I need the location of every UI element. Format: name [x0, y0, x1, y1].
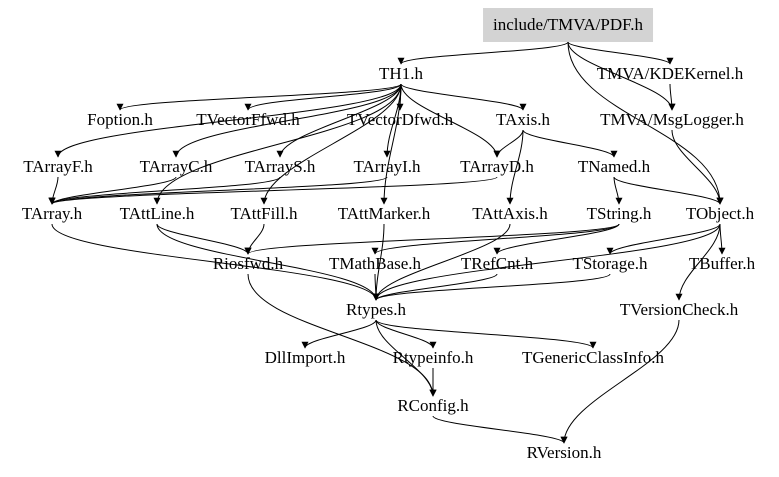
edge-tarrd-to-tarray	[48, 176, 498, 205]
edge-rtypes-to-rtypeinfo	[375, 319, 437, 349]
edge-tarri-to-tarray	[48, 176, 388, 205]
node-tarray[interactable]: TArray.h	[21, 204, 83, 223]
edge-taxis-to-tnamed	[522, 129, 618, 158]
node-tarri[interactable]: TArrayI.h	[353, 157, 421, 176]
edge-rtypes-to-tgci	[375, 319, 597, 349]
node-rconfig[interactable]: RConfig.h	[397, 396, 469, 415]
node-th1[interactable]: TH1.h	[379, 64, 423, 83]
edge-tobject-to-rtypes	[372, 223, 721, 301]
node-tstorage[interactable]: TStorage.h	[572, 254, 648, 273]
node-tattline[interactable]: TAttLine.h	[119, 204, 195, 223]
node-tvdf[interactable]: TVectorDfwd.h	[346, 110, 454, 129]
edge-tobject-to-tvercheck	[675, 223, 721, 301]
node-tattmarker[interactable]: TAttMarker.h	[337, 204, 431, 223]
edge-tattaxis-to-rtypes	[372, 223, 511, 301]
edge-tvercheck-to-rversion	[560, 319, 680, 444]
node-rversion[interactable]: RVersion.h	[526, 443, 602, 462]
edge-th1-to-tattfill	[260, 83, 402, 205]
edge-th1-to-tarrf	[54, 83, 402, 158]
node-tstring[interactable]: TString.h	[586, 204, 652, 223]
edge-tattline-to-riosfwd	[156, 223, 252, 255]
edge-th1-to-foption	[116, 83, 402, 111]
edge-tarray-to-rtypes	[51, 223, 380, 301]
edge-tarrs-to-tarray	[48, 176, 281, 205]
node-tvercheck[interactable]: TVersionCheck.h	[619, 300, 739, 319]
node-riosfwd[interactable]: Riosfwd.h	[212, 254, 284, 273]
node-kde[interactable]: TMVA/KDEKernel.h	[596, 64, 744, 83]
edge-tstring-to-trefcnt	[493, 223, 620, 255]
node-rtypes[interactable]: Rtypes.h	[346, 300, 406, 319]
edge-msglog-to-tobject	[671, 129, 724, 205]
node-tarrf[interactable]: TArrayF.h	[23, 157, 93, 176]
node-tgci[interactable]: TGenericClassInfo.h	[521, 348, 665, 367]
node-tarrd[interactable]: TArrayD.h	[460, 157, 534, 176]
edge-pdf-to-msglog	[567, 41, 676, 111]
node-tarrs[interactable]: TArrayS.h	[244, 157, 316, 176]
node-tattaxis[interactable]: TAttAxis.h	[472, 204, 548, 223]
node-tarrc[interactable]: TArrayC.h	[139, 157, 213, 176]
edge-th1-to-tarrd	[400, 83, 501, 158]
node-msglog[interactable]: TMVA/MsgLogger.h	[600, 110, 744, 129]
edge-tstring-to-tmathbase	[371, 223, 620, 255]
node-tmathbase[interactable]: TMathBase.h	[328, 254, 422, 273]
edge-th1-to-tattline	[153, 83, 402, 205]
edge-tarrf-to-tarray	[48, 176, 59, 205]
node-tattfill[interactable]: TAttFill.h	[230, 204, 298, 223]
edge-tnamed-to-tobject	[613, 176, 724, 205]
node-foption[interactable]: Foption.h	[87, 110, 153, 129]
edge-tattline-to-rtypes	[156, 223, 380, 301]
edge-th1-to-tattmarker	[380, 83, 402, 205]
edge-tstring-to-riosfwd	[244, 223, 620, 255]
edge-tobject-to-tbuffer	[718, 223, 726, 255]
edge-th1-to-tarrc	[172, 83, 402, 158]
node-tbuffer[interactable]: TBuffer.h	[688, 254, 756, 273]
edge-taxis-to-tattaxis	[506, 129, 524, 205]
edge-tobject-to-tstorage	[606, 223, 721, 255]
node-pdf[interactable]: include/TMVA/PDF.h	[483, 8, 653, 42]
node-rtypeinfo[interactable]: Rtypeinfo.h	[392, 348, 474, 367]
edge-th1-to-tarrs	[276, 83, 402, 158]
edge-pdf-to-kde	[567, 41, 674, 65]
node-tnamed[interactable]: TNamed.h	[577, 157, 651, 176]
node-trefcnt[interactable]: TRefCnt.h	[460, 254, 534, 273]
node-tvff[interactable]: TVectorFfwd.h	[196, 110, 300, 129]
edge-riosfwd-to-rconfig	[247, 273, 437, 397]
edge-tstorage-to-rtypes	[372, 273, 611, 301]
edge-th1-to-taxis	[400, 83, 527, 111]
edge-taxis-to-tarrd	[493, 129, 524, 158]
node-taxis[interactable]: TAxis.h	[496, 110, 550, 129]
edge-th1-to-tvff	[244, 83, 402, 111]
edge-tnamed-to-tstring	[613, 176, 623, 205]
node-dllimport[interactable]: DllImport.h	[264, 348, 346, 367]
node-tobject[interactable]: TObject.h	[685, 204, 755, 223]
edge-rconfig-to-rversion	[432, 415, 568, 444]
edge-kde-to-msglog	[668, 83, 676, 111]
edge-pdf-to-tobject	[567, 41, 724, 205]
edge-pdf-to-th1	[397, 41, 569, 65]
edge-rtypes-to-dllimport	[301, 319, 377, 349]
